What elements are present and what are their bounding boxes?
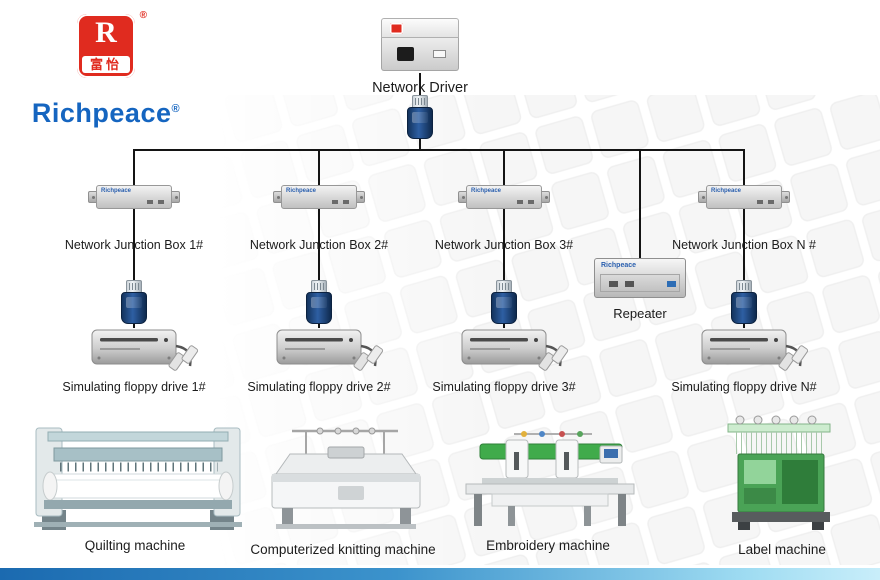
plug-tip bbox=[412, 95, 428, 108]
network-plug-icon-driver bbox=[407, 95, 433, 141]
line-junction1-to-floppy1 bbox=[133, 208, 135, 328]
junction-box-1-label: Network Junction Box 1# bbox=[64, 238, 204, 252]
plug-body bbox=[121, 292, 147, 324]
floppy-drive-1-label: Simulating floppy drive 1# bbox=[62, 380, 206, 394]
junction-box-3-label: Network Junction Box 3# bbox=[434, 238, 574, 252]
drop-line-1 bbox=[133, 150, 135, 186]
line-junction2-to-floppy2 bbox=[318, 208, 320, 328]
brand-wordmark: Richpeace® bbox=[0, 98, 212, 129]
driver-switch bbox=[433, 50, 446, 58]
logo-chinese-text: 富怡 bbox=[82, 56, 130, 73]
junction-box-body: Richpeace bbox=[96, 185, 172, 209]
plug-body bbox=[306, 292, 332, 324]
junction-box-brand-text: Richpeace bbox=[711, 188, 742, 194]
drop-line-n bbox=[743, 150, 745, 186]
repeater-label: Repeater bbox=[613, 306, 667, 321]
label-machine-image bbox=[727, 415, 831, 530]
junction-box-2-label: Network Junction Box 2# bbox=[249, 238, 389, 252]
floppy-drive-2-label: Simulating floppy drive 2# bbox=[247, 380, 391, 394]
knitting-machine-label: Computerized knitting machine bbox=[250, 542, 436, 557]
quilting-machine-image bbox=[34, 427, 242, 530]
junction-box-body: Richpeace bbox=[281, 185, 357, 209]
registered-mark: ® bbox=[139, 10, 147, 21]
drop-line-repeater bbox=[639, 150, 641, 259]
repeater-brand-text: Richpeace bbox=[601, 262, 637, 269]
logo-r-icon: ® R 富怡 bbox=[77, 10, 147, 78]
floppy-drive-3-label: Simulating floppy drive 3# bbox=[432, 380, 576, 394]
line-junction3-to-floppy3 bbox=[503, 208, 505, 328]
junction-box-brand-text: Richpeace bbox=[101, 188, 132, 194]
junction-box-n-label: Network Junction Box N # bbox=[672, 238, 816, 252]
drop-line-2 bbox=[318, 150, 320, 186]
wordmark-registered-mark: ® bbox=[171, 103, 181, 115]
network-plug-icon-n bbox=[731, 280, 757, 326]
driver-front-face bbox=[381, 38, 459, 71]
junction-box-body: Richpeace bbox=[466, 185, 542, 209]
drop-line-3 bbox=[503, 150, 505, 186]
embroidery-machine-label: Embroidery machine bbox=[486, 538, 610, 553]
network-plug-icon-2 bbox=[306, 280, 332, 326]
floppy-drive-n-label: Simulating floppy drive N# bbox=[671, 380, 817, 394]
plug-body bbox=[491, 292, 517, 324]
driver-logo-sticker bbox=[390, 23, 403, 34]
footer-gradient-bar bbox=[0, 568, 880, 580]
label-machine-label: Label machine bbox=[738, 542, 826, 557]
junction-box-n: Richpeace bbox=[698, 185, 790, 209]
junction-box-brand-text: Richpeace bbox=[286, 188, 317, 194]
logo-letter: R bbox=[95, 16, 117, 49]
floppy-drive-3 bbox=[461, 328, 570, 373]
plug-body bbox=[407, 107, 433, 139]
network-driver-device bbox=[381, 18, 459, 72]
network-plug-icon-1 bbox=[121, 280, 147, 326]
knitting-machine-image bbox=[271, 427, 421, 529]
quilting-machine-label: Quilting machine bbox=[84, 538, 186, 553]
junction-box-body: Richpeace bbox=[706, 185, 782, 209]
repeater-device: Richpeace bbox=[594, 258, 686, 298]
trunk-line bbox=[133, 149, 745, 151]
network-driver-label: Network Driver bbox=[372, 80, 468, 96]
line-junctionN-to-floppyN bbox=[743, 208, 745, 328]
driver-ethernet-port bbox=[397, 47, 414, 61]
junction-box-3: Richpeace bbox=[458, 185, 550, 209]
wordmark-text: Richpeace bbox=[31, 98, 172, 128]
mount-tab bbox=[356, 191, 365, 203]
floppy-drive-2 bbox=[276, 328, 385, 373]
plug-body bbox=[731, 292, 757, 324]
junction-box-1: Richpeace bbox=[88, 185, 180, 209]
embroidery-machine-image bbox=[465, 431, 635, 526]
driver-top-face bbox=[381, 18, 459, 38]
junction-box-brand-text: Richpeace bbox=[471, 188, 502, 194]
mount-tab bbox=[541, 191, 550, 203]
floppy-drive-1 bbox=[91, 328, 200, 373]
junction-box-2: Richpeace bbox=[273, 185, 365, 209]
repeater-front-panel bbox=[600, 274, 680, 292]
mount-tab bbox=[171, 191, 180, 203]
floppy-drive-n bbox=[701, 328, 810, 373]
network-plug-icon-3 bbox=[491, 280, 517, 326]
mount-tab bbox=[781, 191, 790, 203]
